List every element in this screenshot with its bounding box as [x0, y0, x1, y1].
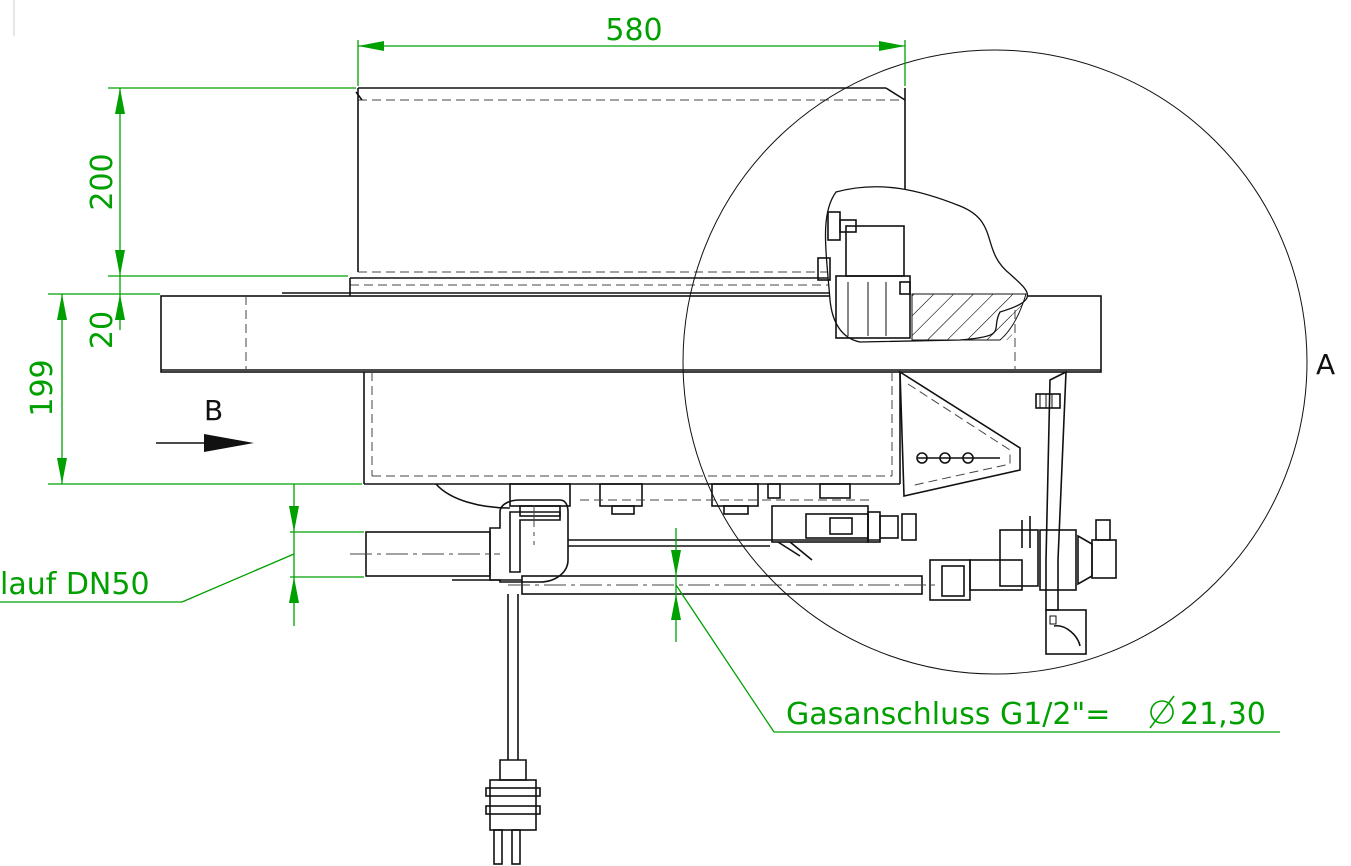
- valve-assembly: [771, 505, 1117, 655]
- plate-dimension-label: 20: [85, 311, 120, 349]
- top-height-dimension-label: 200: [85, 153, 120, 210]
- view-arrow-b: [156, 434, 254, 452]
- power-cable: [485, 594, 541, 865]
- underside-components: [435, 483, 870, 517]
- plate: [160, 292, 1102, 373]
- dimension-lines: [0, 40, 1280, 733]
- view-label-b: B: [204, 394, 223, 427]
- gas-pipe: [452, 575, 940, 595]
- lower-height-dimension-label: 199: [25, 359, 60, 416]
- side-bracket: [899, 370, 1067, 611]
- width-dimension-label: 580: [605, 13, 662, 48]
- upper-housing: [349, 87, 911, 296]
- diameter-icon: [1149, 695, 1175, 729]
- lower-housing: [363, 372, 901, 485]
- detail-circle: [682, 49, 1308, 675]
- drain-pipe: [350, 499, 880, 583]
- gas-connection-label: Gasanschluss G1/2"=: [786, 697, 1110, 732]
- gas-diameter-value: 21,30: [1180, 697, 1266, 732]
- detail-label-a: A: [1316, 348, 1335, 381]
- drain-label: lauf DN50: [0, 567, 150, 602]
